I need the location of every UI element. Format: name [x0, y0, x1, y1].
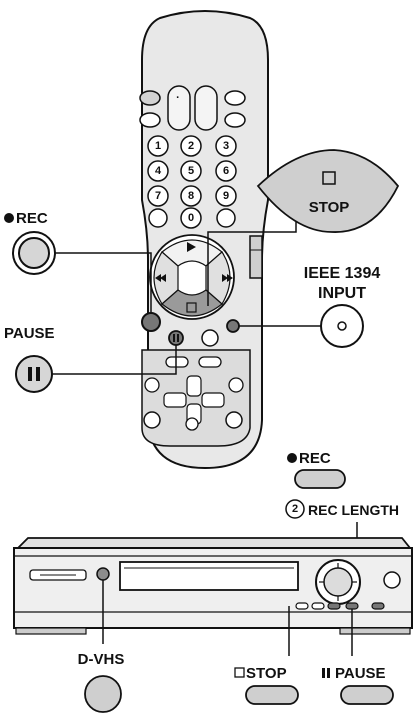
rec-length-num: 2: [292, 503, 298, 515]
pause-callout-icon-bar2: [36, 367, 40, 381]
rec-label-dot: [4, 213, 14, 223]
key-4[interactable]: 4: [148, 161, 168, 181]
vcr-pause-label-icon-bar1: [322, 668, 325, 678]
remote-blank-button[interactable]: [202, 330, 218, 346]
vcr-right-knob[interactable]: [384, 572, 400, 588]
rec-vcr-callout-button: [295, 470, 345, 488]
key-6[interactable]: 6: [216, 161, 236, 181]
remote-pause-icon-bar1: [173, 334, 175, 342]
key-3[interactable]: 3: [216, 136, 236, 156]
dvhs-callout-button: [85, 676, 121, 712]
key-blank-right[interactable]: [217, 209, 235, 227]
remote-top-oval-left[interactable]: [140, 91, 160, 105]
remote-skip-back-button[interactable]: [166, 357, 188, 367]
remote-rocker-mark: ·: [176, 92, 180, 104]
key-1[interactable]: 1: [148, 136, 168, 156]
svg-text:2: 2: [188, 140, 194, 152]
cursor-right-button[interactable]: [202, 393, 224, 407]
remote-small-oval-right[interactable]: [225, 113, 245, 127]
vcr-small-button-2[interactable]: [312, 603, 324, 609]
vcr-pause-label: PAUSE: [335, 665, 386, 682]
cursor-up-button[interactable]: [187, 376, 201, 396]
pause-callout-button: [16, 356, 52, 392]
vcr-rec-length-button[interactable]: [372, 603, 384, 609]
svg-text:4: 4: [155, 165, 162, 177]
remote-transport-dial: [150, 235, 234, 319]
remote-panel-mid-bottom[interactable]: [186, 418, 198, 430]
remote-skip-fwd-button[interactable]: [199, 357, 221, 367]
remote-panel-left-bottom[interactable]: [144, 412, 160, 428]
pause-callout-icon-bar1: [28, 367, 32, 381]
vcr-stop-callout-button: [246, 686, 298, 704]
vcr-dvhs-indicator: [97, 568, 109, 580]
rec-vcr-label-dot: [287, 453, 297, 463]
rec-vcr-label: REC: [299, 450, 331, 467]
remote-panel-right-top[interactable]: [229, 378, 243, 392]
remote-side-slot: [250, 236, 262, 278]
rec-length-label: REC LENGTH: [308, 502, 399, 518]
remote-pause-icon-bar2: [177, 334, 179, 342]
vcr-stop-label-icon: [235, 668, 244, 677]
svg-text:8: 8: [188, 190, 194, 202]
rec-remote-label: REC: [16, 210, 48, 227]
key-7[interactable]: 7: [148, 186, 168, 206]
ieee-label-line1: IEEE 1394: [304, 265, 381, 282]
vcr-foot-right: [340, 628, 410, 634]
vcr-pause-callout-button: [341, 686, 393, 704]
cursor-left-button[interactable]: [164, 393, 186, 407]
stop-callout-label: STOP: [309, 199, 350, 216]
pause-remote-label: PAUSE: [4, 325, 55, 342]
remote-rec-button[interactable]: [142, 313, 160, 331]
svg-text:9: 9: [223, 190, 229, 202]
svg-text:3: 3: [223, 140, 229, 152]
remote-panel-right-bottom[interactable]: [226, 412, 242, 428]
vcr-pause-label-icon-bar2: [327, 668, 330, 678]
vcr-stop-label: STOP: [246, 665, 287, 682]
dvhs-label: D-VHS: [78, 651, 125, 668]
svg-text:5: 5: [188, 165, 194, 177]
remote-panel-left-top[interactable]: [145, 378, 159, 392]
remote-small-oval-left[interactable]: [140, 113, 160, 127]
remote-control: · 1 2 3 4 5 6 7 8 9 0: [140, 11, 268, 468]
key-9[interactable]: 9: [216, 186, 236, 206]
key-2[interactable]: 2: [181, 136, 201, 156]
svg-text:6: 6: [223, 165, 229, 177]
vcr-small-button-1[interactable]: [296, 603, 308, 609]
vcr-cassette-door[interactable]: [120, 562, 298, 590]
svg-text:1: 1: [155, 140, 161, 152]
ieee-callout-button-inner: [338, 322, 346, 330]
rec-callout-button-inner: [19, 238, 49, 268]
remote-ieee-button[interactable]: [227, 320, 239, 332]
svg-text:7: 7: [155, 190, 161, 202]
remote-bottom-panel: [142, 350, 250, 446]
key-0[interactable]: 0: [181, 208, 201, 228]
stop-callout-shape: [258, 150, 398, 232]
remote-top-oval-right[interactable]: [225, 91, 245, 105]
vcr-foot-left: [16, 628, 86, 634]
vcr-top-surface: [18, 538, 410, 548]
key-8[interactable]: 8: [181, 186, 201, 206]
ieee-label-line2: INPUT: [318, 285, 366, 302]
remote-pause-button[interactable]: [169, 331, 183, 345]
vcr-stop-button[interactable]: [328, 603, 340, 609]
rec-callout-leader: [55, 253, 151, 313]
remote-volume-rocker[interactable]: [195, 86, 217, 130]
key-blank-left[interactable]: [149, 209, 167, 227]
vcr-jog-dial-inner[interactable]: [324, 568, 352, 596]
key-5[interactable]: 5: [181, 161, 201, 181]
svg-text:0: 0: [188, 212, 194, 224]
vcr-pause-button[interactable]: [346, 603, 358, 609]
